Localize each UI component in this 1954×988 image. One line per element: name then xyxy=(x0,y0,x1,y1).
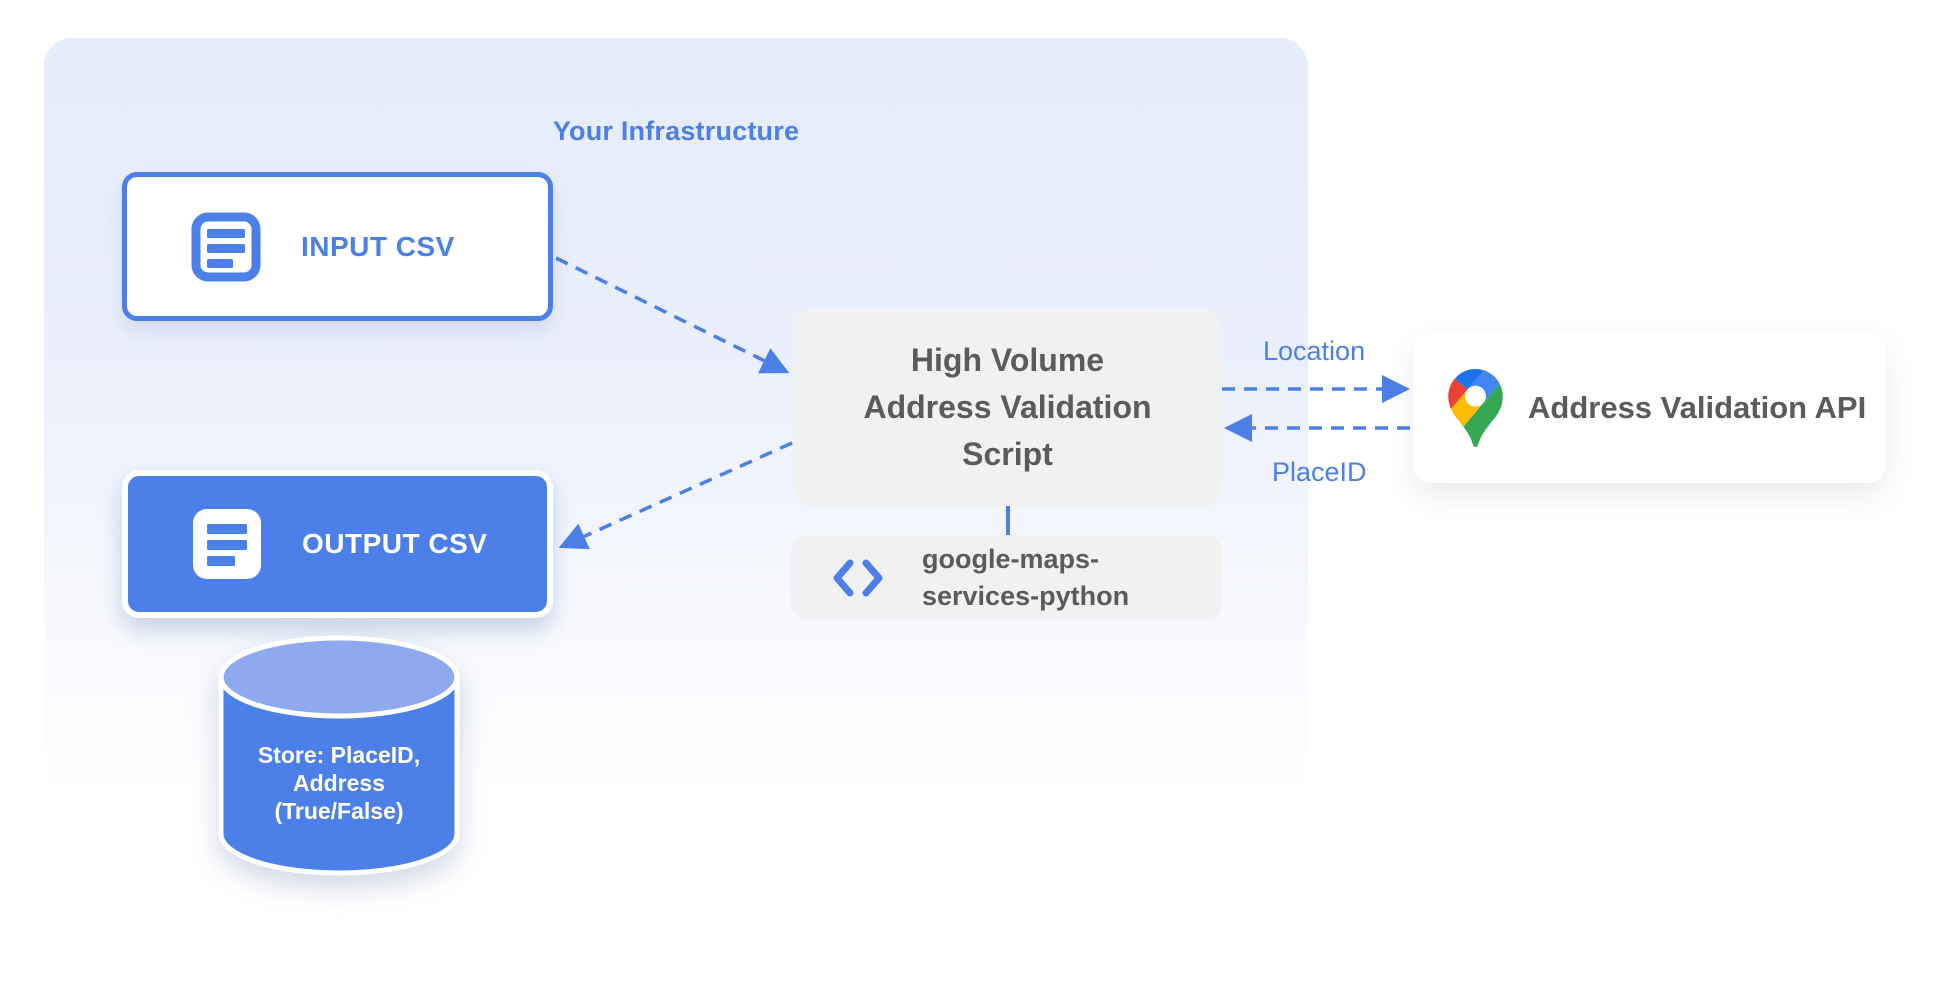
input-csv-label: INPUT CSV xyxy=(301,230,455,262)
edge-label-location: Location xyxy=(1263,336,1366,366)
script-label-line: Address Validation xyxy=(863,389,1152,425)
edge-label-placeid: PlaceID xyxy=(1272,457,1367,487)
api-node: Address Validation API xyxy=(1413,333,1886,483)
library-node: google-maps- services-python xyxy=(791,535,1222,620)
datastore-label-line: Address xyxy=(292,770,386,796)
api-label: Address Validation API xyxy=(1528,390,1867,425)
script-label-line: High Volume xyxy=(910,342,1105,378)
datastore-label-line: (True/False) xyxy=(274,798,404,824)
google-maps-pin-icon xyxy=(1448,369,1503,447)
datastore-label-line: Store: PlaceID, xyxy=(257,742,421,768)
output-csv-label: OUTPUT CSV xyxy=(302,528,488,559)
code-icon xyxy=(833,559,883,596)
datastore-cylinder-icon xyxy=(218,635,460,876)
library-label: google-maps- services-python xyxy=(922,541,1129,615)
script-label-line: Script xyxy=(962,436,1053,472)
document-icon xyxy=(193,509,261,579)
input-csv-node: INPUT CSV xyxy=(122,172,553,321)
datastore-label: Store: PlaceID, Address (True/False) xyxy=(210,741,468,825)
script-node: High Volume Address Validation Script xyxy=(793,309,1222,506)
library-label-line: services-python xyxy=(922,580,1130,611)
library-label-line: google-maps- xyxy=(922,543,1100,574)
output-csv-node: OUTPUT CSV xyxy=(122,470,553,618)
infrastructure-title: Your Infrastructure xyxy=(552,116,800,146)
document-icon xyxy=(191,212,261,281)
